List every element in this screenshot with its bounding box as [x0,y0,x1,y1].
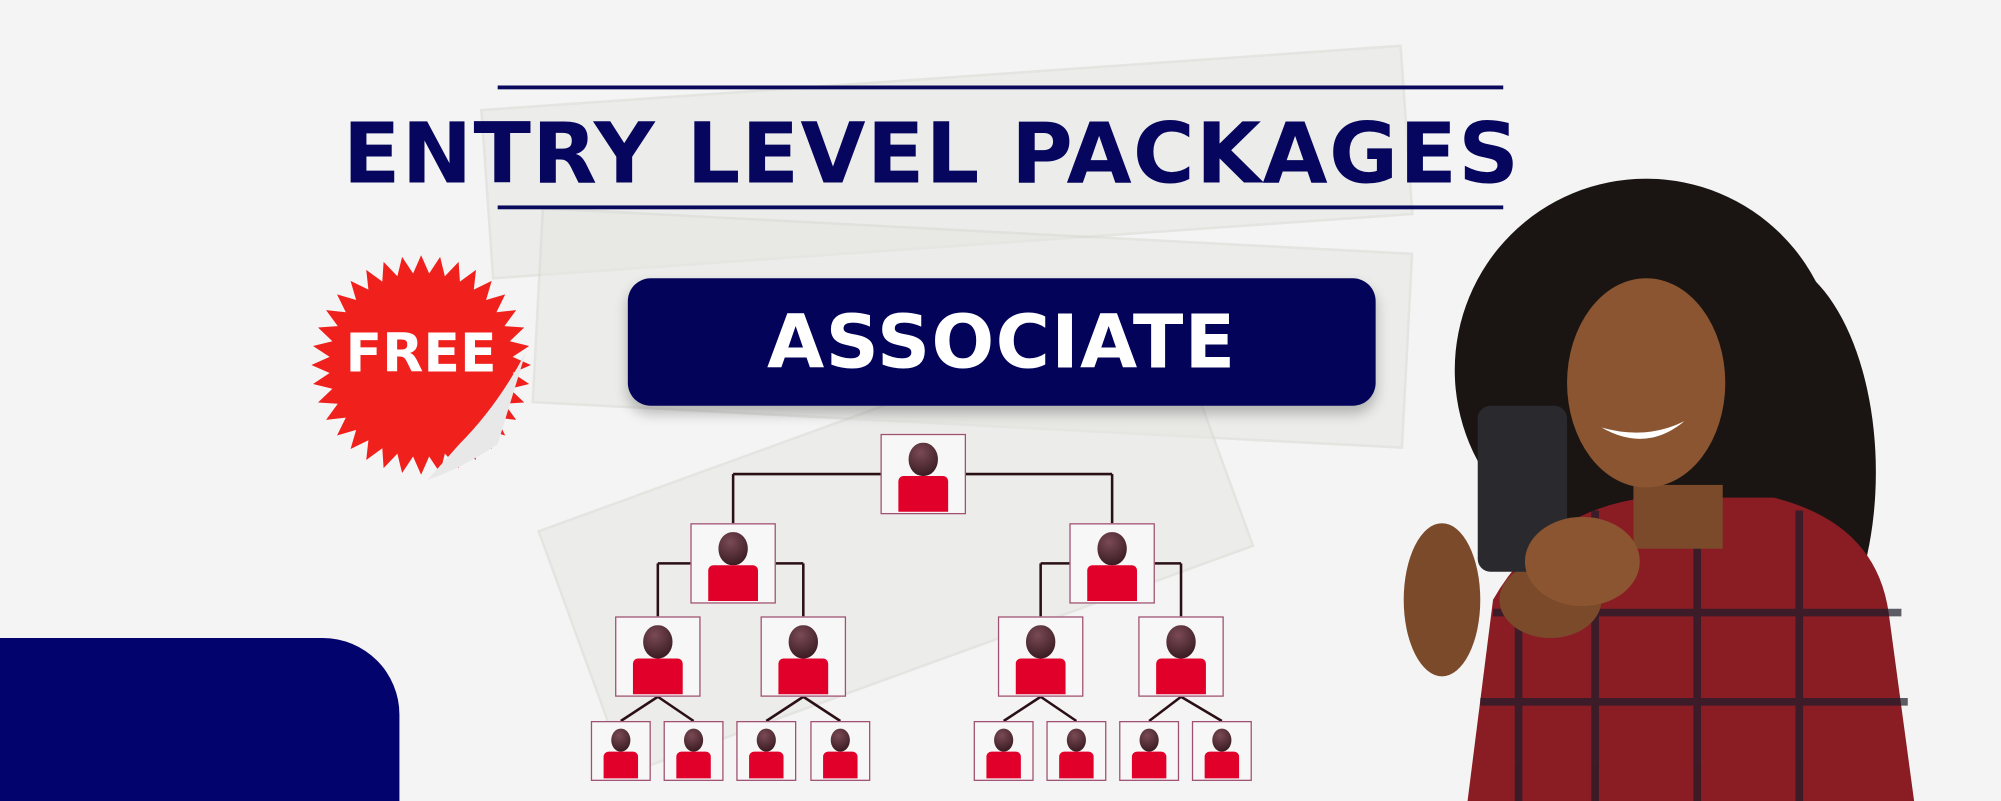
person-body-icon [1156,658,1206,694]
member-node-level-3 [760,616,847,697]
connector-line [657,695,695,723]
connector-line [1180,695,1223,723]
member-node-level-4 [1046,720,1107,781]
connector-line [1148,695,1182,723]
person-body-icon [708,564,759,601]
person-icon [1166,625,1196,659]
connector-line [1039,695,1078,723]
person-icon [1026,625,1055,659]
member-node-level-3 [1138,616,1224,697]
connector-line [1002,695,1042,723]
connector-line [802,695,842,723]
connector-line [620,695,659,723]
person-icon [993,728,1014,753]
person-icon [1212,728,1232,753]
member-node-level-3 [997,616,1084,697]
person-body-icon [778,658,829,694]
person-icon [683,728,704,753]
member-node-level-4 [810,720,871,781]
member-node-level-4 [736,720,797,781]
person-body-icon [749,752,784,779]
person-icon [789,625,818,659]
person-icon [1139,728,1159,753]
member-node-level-2 [1069,523,1155,604]
member-node-level-4 [663,720,724,781]
title-rule-bottom [497,205,1504,210]
connector-line [765,695,805,723]
member-node-level-4 [1191,720,1252,781]
member-node-level-2 [690,523,776,604]
person-icon [611,728,631,753]
member-node-level-1 [880,433,967,515]
free-badge-icon [311,255,531,480]
person-body-icon [1204,752,1240,779]
person-icon [830,728,851,753]
member-node-level-4 [1119,720,1180,781]
member-node-level-3 [615,616,701,697]
person-body-icon [676,752,711,779]
person-body-icon [1059,752,1094,779]
member-node-level-4 [590,720,651,781]
person-body-icon [1015,658,1066,694]
corner-shape [0,638,400,801]
page-title: ENTRY LEVEL PACKAGES [342,104,1521,203]
person-body-icon [986,752,1021,779]
person-body-icon [1131,752,1167,779]
person-body-icon [603,752,639,779]
woman-with-phone-photo [1403,178,1915,801]
package-name: ASSOCIATE [767,298,1237,386]
person-icon [719,532,748,565]
member-node-level-4 [973,720,1034,781]
person-icon [1066,728,1087,753]
title-rule-top [497,85,1504,90]
person-icon [756,728,777,753]
person-body-icon [1087,564,1138,601]
package-name-banner: ASSOCIATE [627,278,1376,406]
person-body-icon [898,475,949,512]
free-badge-label: FREE [345,321,497,385]
person-body-icon [632,658,683,694]
person-icon [909,442,938,476]
person-icon [643,625,672,659]
person-body-icon [823,752,858,779]
person-icon [1098,532,1127,565]
